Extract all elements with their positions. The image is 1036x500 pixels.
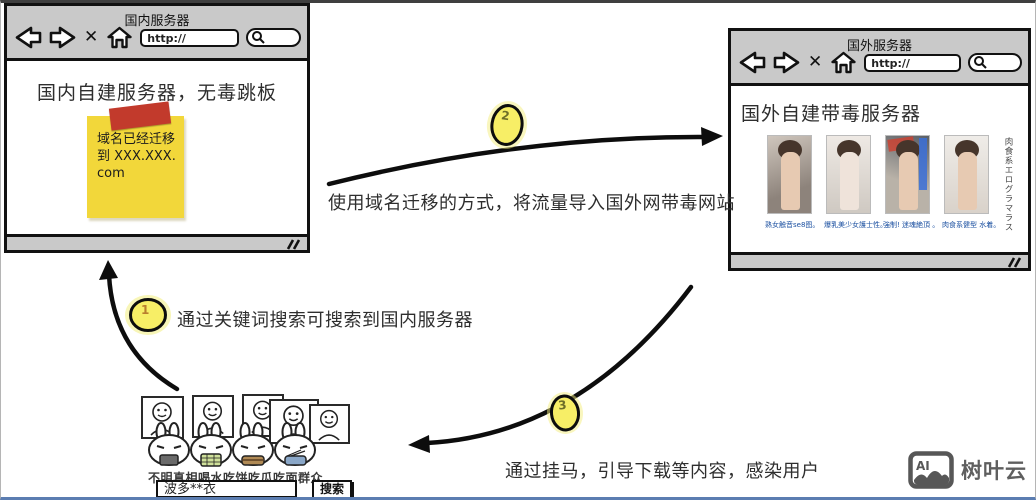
step-badge-1: 1 bbox=[125, 295, 171, 335]
arrowhead-step2 bbox=[701, 127, 723, 146]
foreign-server-window: 国外服务器 ✕ http:// bbox=[728, 28, 1031, 271]
step2-label: 使用域名迁移的方式，将流量导入国外网带毒网站 bbox=[328, 193, 735, 214]
search-box[interactable] bbox=[967, 53, 1022, 72]
domestic-page-content: 国内自建服务器，无毒跳板 域名已经迁移到 XXX.XXX.com bbox=[7, 64, 307, 234]
url-input[interactable]: http:// bbox=[864, 53, 961, 72]
arrow-step1 bbox=[106, 272, 180, 392]
smiley-face-icon bbox=[150, 402, 174, 436]
step-number: 2 bbox=[500, 108, 510, 123]
home-icon[interactable] bbox=[830, 51, 857, 74]
close-icon[interactable]: ✕ bbox=[84, 27, 99, 47]
close-icon[interactable]: ✕ bbox=[808, 52, 823, 72]
arrowhead-step3 bbox=[408, 435, 430, 453]
arrow-step2 bbox=[326, 134, 708, 187]
forward-icon[interactable] bbox=[49, 26, 76, 49]
magnifier-icon bbox=[973, 56, 987, 69]
thumbnail-image[interactable] bbox=[826, 135, 871, 214]
thumbnail-vertical-text: 肉食系エログラマラス bbox=[1003, 137, 1013, 232]
eating-rabbits-icon bbox=[148, 422, 316, 467]
watermark: AI 树叶云 bbox=[908, 451, 1027, 489]
back-icon[interactable] bbox=[739, 51, 766, 74]
thumbnail-image[interactable] bbox=[767, 135, 812, 214]
thumbnail-item[interactable]: 熟女触音se8图。 bbox=[765, 135, 820, 230]
domestic-heading: 国内自建服务器，无毒跳板 bbox=[36, 82, 277, 104]
crowd-search-input[interactable]: 波多**衣 bbox=[156, 480, 297, 497]
watermark-label: 树叶云 bbox=[961, 459, 1027, 483]
resize-handle-icon[interactable] bbox=[284, 239, 302, 250]
domestic-server-window: 国内服务器 ✕ http:// bbox=[4, 3, 310, 253]
sticky-note: 域名已经迁移到 XXX.XXX.com bbox=[87, 101, 184, 218]
home-icon[interactable] bbox=[106, 26, 133, 49]
thumbnail-caption[interactable]: 爆乳美少女護士性。 bbox=[824, 221, 887, 229]
smiley-face-icon bbox=[318, 409, 340, 441]
thumbnail-image[interactable] bbox=[944, 135, 989, 214]
smiley-photo-card bbox=[309, 404, 350, 444]
foreign-titlebar: 国外服务器 ✕ http:// bbox=[731, 31, 1028, 86]
url-input[interactable]: http:// bbox=[140, 28, 239, 47]
step-number: 3 bbox=[557, 398, 567, 413]
thumbnail-row: 熟女触音se8图。 爆乳美少女護士性。 強制! 迷魂絶頂 。 肉食系健型 水着。 bbox=[765, 135, 1001, 230]
thumbnail-item[interactable]: 肉食系健型 水着。 bbox=[942, 135, 1001, 230]
thumbnail-item[interactable]: 強制! 迷魂絶頂 。 bbox=[883, 135, 940, 230]
crowd-search-button[interactable]: 搜索 bbox=[312, 480, 352, 497]
step-number: 1 bbox=[141, 303, 149, 317]
domestic-titlebar: 国内服务器 ✕ http:// bbox=[7, 6, 307, 61]
foreign-window-title: 国外服务器 bbox=[846, 39, 912, 54]
step-badge-2: 2 bbox=[486, 101, 528, 149]
domestic-statusbar bbox=[7, 234, 307, 250]
step3-label: 通过挂马，引导下载等内容，感染用户 bbox=[505, 461, 820, 482]
forward-icon[interactable] bbox=[773, 51, 800, 74]
ai-image-logo-icon: AI bbox=[908, 451, 954, 489]
step-badge-3: 3 bbox=[546, 392, 584, 434]
back-icon[interactable] bbox=[15, 26, 42, 49]
arrowhead-step1 bbox=[99, 260, 118, 280]
step1-label: 通过关键词搜索可搜索到国内服务器 bbox=[177, 310, 473, 331]
thumbnail-caption[interactable]: 肉食系健型 水着。 bbox=[942, 221, 1001, 229]
foreign-statusbar bbox=[731, 252, 1028, 268]
resize-handle-icon[interactable] bbox=[1005, 257, 1023, 268]
thumbnail-image[interactable] bbox=[885, 135, 930, 214]
thumbnail-caption[interactable]: 強制! 迷魂絶頂 。 bbox=[883, 221, 940, 229]
domestic-window-title: 国内服务器 bbox=[124, 14, 190, 29]
sticky-note-text: 域名已经迁移到 XXX.XXX.com bbox=[97, 132, 176, 181]
foreign-heading: 国外自建带毒服务器 bbox=[741, 103, 922, 125]
foreign-page-content: 国外自建带毒服务器 熟女触音se8图。 爆乳美少女護士性。 強制! 迷魂絶頂 。… bbox=[731, 89, 1028, 252]
search-box[interactable] bbox=[245, 28, 301, 47]
watermark-icon-text: AI bbox=[916, 459, 930, 473]
magnifier-icon bbox=[251, 31, 265, 44]
thumbnail-caption[interactable]: 熟女触音se8图。 bbox=[765, 221, 820, 229]
thumbnail-item[interactable]: 爆乳美少女護士性。 bbox=[824, 135, 887, 230]
